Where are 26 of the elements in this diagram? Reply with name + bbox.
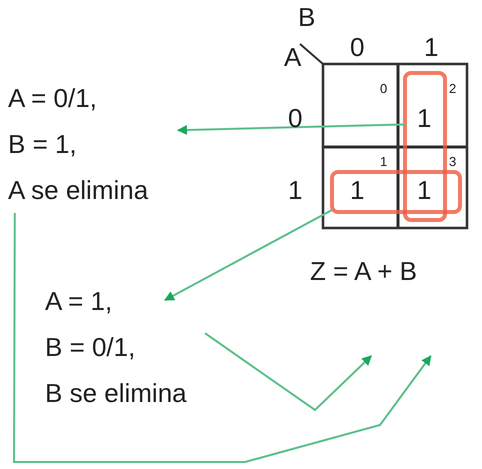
cell-value: 1: [350, 177, 364, 203]
column-header: 0: [350, 34, 364, 60]
note-text: B = 0/1,: [45, 331, 136, 364]
note-text: A = 0/1,: [8, 82, 97, 115]
note-text: B se elimina: [45, 377, 187, 410]
row-variable: A: [284, 44, 302, 70]
note-text: B = 1,: [8, 128, 77, 161]
cell-index: 0: [380, 82, 388, 95]
cell-index: 3: [449, 155, 456, 168]
note-text: A = 1,: [45, 285, 112, 318]
grouping-loop: [330, 170, 462, 214]
equation-text: Z = A + B: [310, 256, 417, 286]
note-text: A se elimina: [8, 174, 148, 207]
cell-value: 1: [417, 105, 432, 131]
arrow: [204, 332, 372, 412]
arrow: [13, 213, 432, 463]
cell-index: 2: [449, 82, 456, 95]
arrow: [177, 123, 406, 135]
row-header: 1: [288, 177, 302, 203]
column-header: 1: [424, 34, 438, 60]
grouping-loop: [403, 71, 447, 222]
column-variable: B: [298, 4, 316, 30]
arrow: [164, 209, 332, 301]
row-header: 0: [288, 105, 302, 131]
cell-value: 1: [417, 177, 432, 203]
cell-index: 1: [380, 155, 388, 168]
